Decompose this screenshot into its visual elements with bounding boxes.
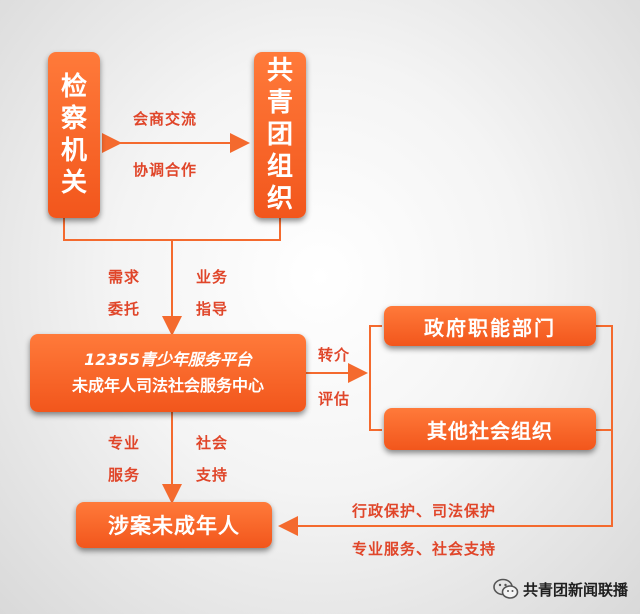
assessment-label: 评估 — [318, 390, 351, 408]
youth-league-char: 团 — [266, 120, 293, 150]
professional-label: 专业 — [108, 434, 141, 452]
demand-label: 需求 — [108, 268, 141, 286]
minors-box: 涉案未成年人 — [76, 502, 272, 548]
business-label: 业务 — [196, 268, 229, 286]
support-label: 支持 — [196, 466, 229, 484]
entrust-label: 委托 — [108, 300, 141, 318]
protection-label: 行政保护、司法保护 — [352, 502, 497, 520]
platform-line-1: 12355青少年服务平台 — [84, 350, 252, 369]
youth-league-char: 织 — [266, 184, 293, 214]
procuratorate-char: 机 — [60, 136, 87, 166]
social-label: 社会 — [196, 434, 229, 452]
procuratorate-char: 关 — [60, 168, 87, 198]
services-support-label: 专业服务、社会支持 — [352, 540, 497, 558]
minors-label: 涉案未成年人 — [108, 514, 240, 538]
guidance-label: 指导 — [196, 300, 229, 318]
watermark-text: 共青团新闻联播 — [522, 580, 628, 599]
consult-label: 会商交流 — [133, 110, 198, 128]
youth-league-char: 共 — [266, 56, 293, 86]
youth-league-char: 组 — [266, 152, 293, 182]
service-label: 服务 — [108, 466, 141, 484]
watermark: 共青团新闻联播 — [493, 578, 628, 600]
procuratorate-box: 检 察 机 关 — [48, 52, 100, 218]
platform-line-2: 未成年人司法社会服务中心 — [71, 376, 264, 395]
other-orgs-label: 其他社会组织 — [427, 418, 553, 443]
referral-label: 转介 — [318, 346, 351, 364]
other-orgs-box: 其他社会组织 — [384, 408, 596, 450]
gov-departments-label: 政府职能部门 — [424, 315, 556, 340]
right-bracket — [369, 325, 382, 431]
gov-departments-box: 政府职能部门 — [384, 306, 596, 346]
return-line — [278, 325, 613, 536]
procuratorate-char: 检 — [60, 72, 87, 102]
top-bracket — [63, 218, 281, 241]
youth-league-box: 共 青 团 组 织 — [254, 52, 306, 218]
youth-league-char: 青 — [266, 88, 293, 118]
platform-box: 12355青少年服务平台 未成年人司法社会服务中心 — [30, 334, 306, 412]
procuratorate-char: 察 — [60, 104, 87, 134]
coordinate-label: 协调合作 — [133, 161, 198, 179]
wechat-icon — [493, 578, 519, 600]
